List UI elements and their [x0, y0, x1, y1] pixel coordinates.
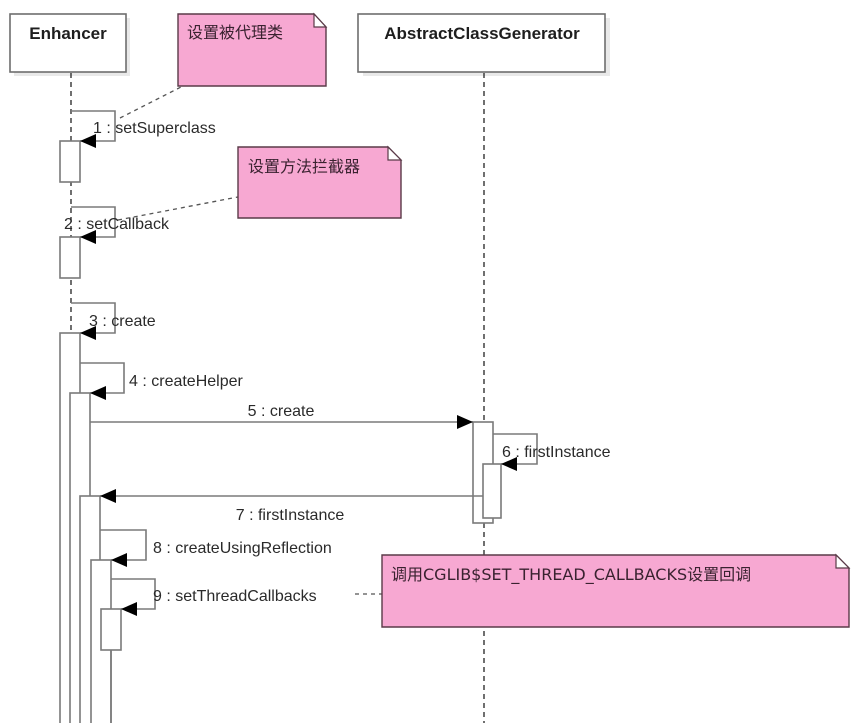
note-set-proxied-class[interactable]: 设置被代理类: [177, 12, 328, 87]
message-3[interactable]: 3 : create: [71, 302, 156, 340]
message-label: 9 : setThreadCallbacks: [153, 588, 317, 605]
message-7[interactable]: 7 : firstInstance: [100, 489, 483, 524]
activation-bar: [482, 463, 502, 519]
lifeline-header-abstract-class-generator[interactable]: [357, 13, 606, 73]
message-1[interactable]: 1 : setSuperclass: [71, 110, 216, 148]
message-4[interactable]: 4 : createHelper: [80, 362, 244, 400]
note-text: 设置被代理类: [187, 23, 283, 42]
message-8[interactable]: 8 : createUsingReflection: [100, 529, 332, 567]
message-label: 8 : createUsingReflection: [153, 540, 332, 557]
arrowhead-icon: [100, 489, 116, 503]
note-text: 设置方法拦截器: [248, 157, 360, 176]
message-2[interactable]: 2 : setCallback: [64, 206, 170, 244]
arrowhead-icon: [457, 415, 473, 429]
message-6[interactable]: 6 : firstInstance: [493, 433, 611, 471]
arrowhead-icon: [80, 134, 96, 148]
arrowhead-icon: [111, 553, 127, 567]
lifeline-title-enhancer: Enhancer: [29, 24, 107, 43]
message-9[interactable]: 9 : setThreadCallbacks: [111, 578, 317, 616]
arrowhead-icon: [501, 457, 517, 471]
message-label: 7 : firstInstance: [236, 507, 345, 524]
message-label: 2 : setCallback: [64, 216, 170, 233]
activation-bar: [59, 140, 81, 183]
note-connector: [119, 85, 184, 119]
message-label: 6 : firstInstance: [502, 444, 611, 461]
note-text: 调用CGLIB$SET_THREAD_CALLBACKS设置回调: [391, 565, 751, 585]
activation-bar: [100, 608, 122, 651]
lifeline-title-abstract-class-generator: AbstractClassGenerator: [384, 24, 580, 43]
lifeline-header-enhancer[interactable]: [9, 13, 127, 73]
message-label: 3 : create: [89, 313, 156, 330]
message-label: 4 : createHelper: [129, 373, 244, 390]
message-5[interactable]: 5 : create: [90, 403, 473, 429]
arrowhead-icon: [121, 602, 137, 616]
activation-bar: [59, 236, 81, 279]
lifeline-abstract-class-generator[interactable]: AbstractClassGenerator: [357, 13, 610, 76]
arrowhead-icon: [80, 230, 96, 244]
message-label: 5 : create: [248, 403, 315, 420]
message-label: 1 : setSuperclass: [93, 120, 216, 137]
note-set-method-interceptor[interactable]: 设置方法拦截器: [237, 145, 403, 219]
arrowhead-icon: [80, 326, 96, 340]
note-set-thread-callbacks[interactable]: 调用CGLIB$SET_THREAD_CALLBACKS设置回调: [381, 553, 851, 628]
arrowhead-icon: [90, 386, 106, 400]
lifeline-enhancer[interactable]: Enhancer: [9, 13, 130, 76]
note-connector: [117, 196, 239, 221]
